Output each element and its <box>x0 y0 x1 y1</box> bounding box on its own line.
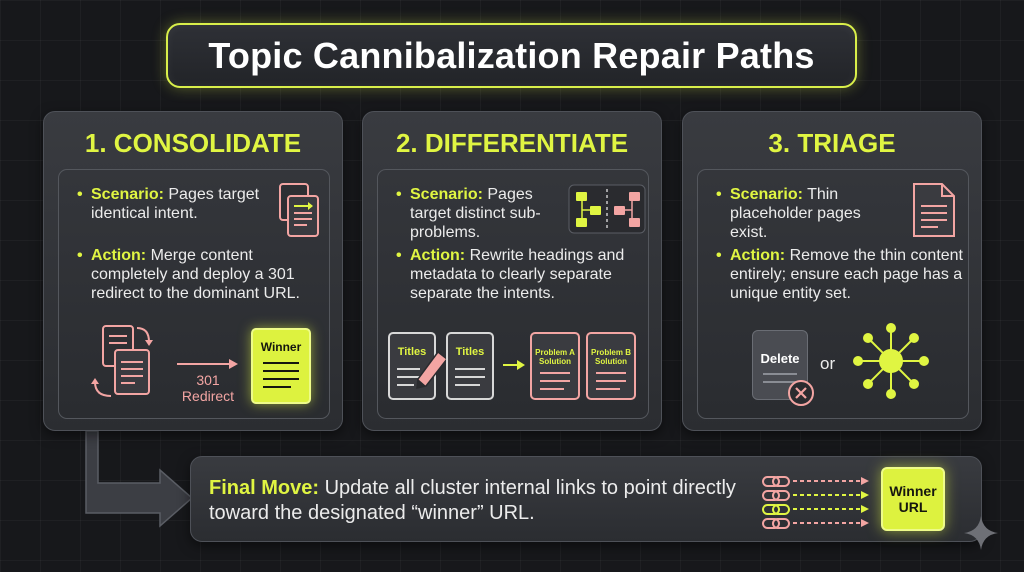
arrow-icon <box>503 360 525 370</box>
card-title: 1. CONSOLIDATE <box>84 128 302 158</box>
winner-document: Winner <box>251 328 311 404</box>
pencil-icon <box>416 350 449 389</box>
action-bullet: •Action: Remove the thin content entirel… <box>716 247 963 302</box>
delete-document: Delete <box>752 330 808 400</box>
titles-document-2: Titles <box>446 332 494 400</box>
page-title: Topic Cannibalization Repair Paths <box>208 34 815 76</box>
action-bullet: •Action: Merge content completely and de… <box>77 247 300 302</box>
card-differentiate: 2. DIFFERENTIATE •Scenario: Pages target… <box>362 111 662 431</box>
final-move-panel: Final Move: Update all cluster internal … <box>190 456 982 542</box>
final-move-text: Final Move: Update all cluster internal … <box>209 477 736 524</box>
scenario-bullet: •Scenario: Pages target identical intent… <box>77 186 260 222</box>
link-chain-icon <box>762 476 869 529</box>
scenario-bullet: •Scenario: Thin placeholder pages exist. <box>716 186 861 241</box>
card-consolidate: 1. CONSOLIDATE •Scenario: Pages target i… <box>43 111 343 431</box>
scenario-bullet: •Scenario: Pages target distinct sub-pro… <box>396 186 541 241</box>
or-label: or <box>820 354 836 373</box>
card-panel: •Scenario: Pages target identical intent… <box>58 169 330 419</box>
title-banner: Topic Cannibalization Repair Paths <box>166 23 857 88</box>
document-stack-icon <box>279 183 319 237</box>
card-triage: 3. TRIAGE •Scenario: Thin placeholder pa… <box>682 111 982 431</box>
delete-x-icon <box>788 380 814 406</box>
redirect-label: 301 Redirect <box>181 372 235 404</box>
card-title: 2. DIFFERENTIATE <box>395 128 629 158</box>
arrow-icon <box>177 359 238 369</box>
entity-network-icon <box>853 323 929 399</box>
merge-documents-icon <box>91 325 153 397</box>
sparkle-icon <box>964 516 998 550</box>
card-title: 3. TRIAGE <box>768 128 896 158</box>
action-bullet: •Action: Rewrite headings and metadata t… <box>396 247 625 302</box>
document-icon <box>913 183 955 237</box>
card-panel: •Scenario: Thin placeholder pages exist.… <box>697 169 969 419</box>
winner-url-badge: Winner URL <box>881 467 945 531</box>
tree-split-icon <box>568 184 646 234</box>
card-panel: •Scenario: Pages target distinct sub-pro… <box>377 169 649 419</box>
